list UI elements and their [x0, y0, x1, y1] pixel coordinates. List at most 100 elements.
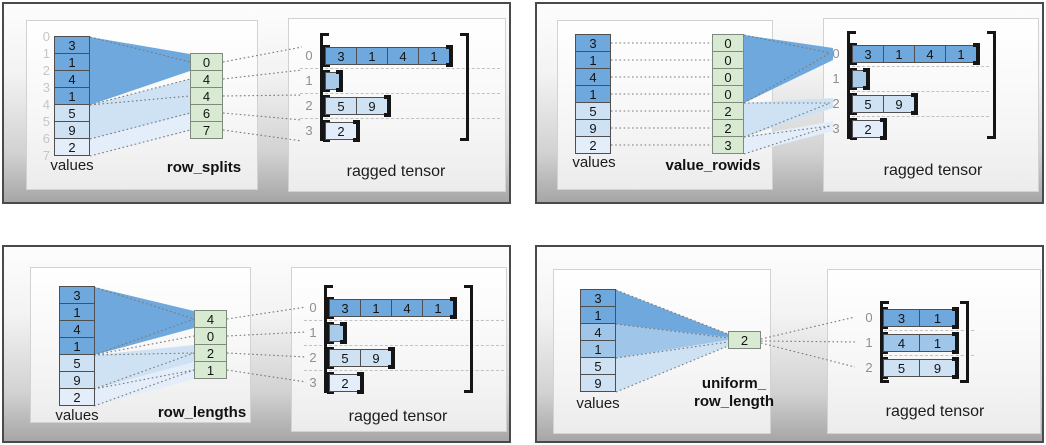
values-cell: 5 — [575, 102, 611, 120]
row-close-bracket-icon — [353, 120, 360, 142]
row-partition-cell: 1 — [194, 361, 227, 379]
row-close-bracket-icon — [357, 372, 364, 394]
ragged-cell: 4 — [387, 47, 419, 65]
row-separator-dash — [304, 370, 504, 371]
values-cell: 4 — [54, 70, 90, 88]
row-partition-cell: 0 — [712, 68, 744, 86]
row-close-bracket-icon — [388, 347, 395, 369]
row-index-label: 3 — [309, 375, 317, 390]
values-cell: 3 — [59, 286, 95, 304]
ragged-cell: 1 — [356, 47, 388, 65]
row-partition-cell: 3 — [712, 136, 744, 154]
row-index-label: 3 — [305, 123, 313, 138]
values-cell: 1 — [54, 87, 90, 105]
values-cell: 5 — [580, 357, 616, 375]
values-label: values — [576, 395, 620, 412]
row-partition-cell: 2 — [712, 119, 744, 137]
ragged-tensor-label: ragged tensor — [883, 162, 983, 179]
ragged-cell: 1 — [360, 299, 392, 317]
row-close-bracket-icon — [952, 357, 959, 379]
row-separator-dash — [304, 320, 504, 321]
row-index-label: 1 — [865, 335, 873, 350]
values-cell: 3 — [54, 36, 90, 54]
row-separator-dash — [847, 91, 989, 92]
row-separator-dash — [300, 118, 500, 119]
values-cell: 9 — [575, 119, 611, 137]
row-close-bracket-icon — [450, 297, 457, 319]
row-close-bracket-icon — [384, 95, 391, 117]
row-separator-dash — [300, 68, 500, 69]
row-separator-dash — [300, 93, 500, 94]
value-index-label: 4 — [42, 97, 50, 112]
row-index-label: 3 — [832, 121, 840, 136]
row-partition-cell: 0 — [712, 51, 744, 69]
ragged-cell: 4 — [391, 299, 423, 317]
row-separator-dash — [304, 345, 504, 346]
row-partition-cell: 0 — [712, 85, 744, 103]
values-cell: 1 — [59, 303, 95, 321]
values-cell: 2 — [59, 388, 95, 406]
values-cell: 2 — [54, 138, 90, 156]
value-index-label: 2 — [42, 63, 50, 78]
ragged-row — [850, 68, 870, 90]
values-cell: 5 — [59, 354, 95, 372]
row-index-label: 1 — [832, 71, 840, 86]
method-name-label: value_rowids — [665, 157, 761, 174]
values-cell: 5 — [54, 104, 90, 122]
row-close-bracket-icon — [973, 43, 980, 65]
row-partition-cell: 6 — [190, 104, 223, 122]
row-separator-dash — [884, 355, 974, 356]
row-index-label: 1 — [305, 73, 313, 88]
values-cell: 9 — [54, 121, 90, 139]
ragged-cell: 1 — [945, 45, 977, 63]
values-cell: 3 — [580, 289, 616, 307]
ragged-tensor-label: ragged tensor — [348, 408, 448, 425]
values-cell: 2 — [575, 136, 611, 154]
ragged-tensor-label: ragged tensor — [885, 403, 985, 420]
row-close-bracket-icon — [952, 307, 959, 329]
value-index-label: 5 — [42, 114, 50, 129]
outer-close-bracket-icon — [987, 31, 996, 139]
values-cell: 4 — [59, 320, 95, 338]
ragged-cell: 4 — [914, 45, 946, 63]
row-index-label: 2 — [305, 98, 313, 113]
ragged-cell: 1 — [919, 309, 956, 327]
row-partition-cell: 4 — [194, 310, 227, 328]
values-cell: 4 — [580, 323, 616, 341]
row-close-bracket-icon — [340, 322, 347, 344]
row-close-bracket-icon — [952, 332, 959, 354]
value-index-label: 7 — [42, 148, 50, 163]
ragged-cell: 5 — [329, 349, 361, 367]
values-cell: 4 — [575, 68, 611, 86]
values-cell: 1 — [580, 306, 616, 324]
row-separator-dash — [847, 66, 989, 67]
row-separator-dash — [884, 330, 974, 331]
values-label: values — [50, 157, 94, 174]
values-cell: 1 — [575, 51, 611, 69]
ragged-cell: 5 — [883, 359, 920, 377]
row-index-label: 2 — [309, 350, 317, 365]
values-cell: 1 — [580, 340, 616, 358]
values-cell: 9 — [580, 374, 616, 392]
value-index-label: 6 — [42, 131, 50, 146]
row-index-label: 2 — [832, 96, 840, 111]
ragged-row — [327, 322, 347, 344]
row-index-label: 0 — [309, 300, 317, 315]
